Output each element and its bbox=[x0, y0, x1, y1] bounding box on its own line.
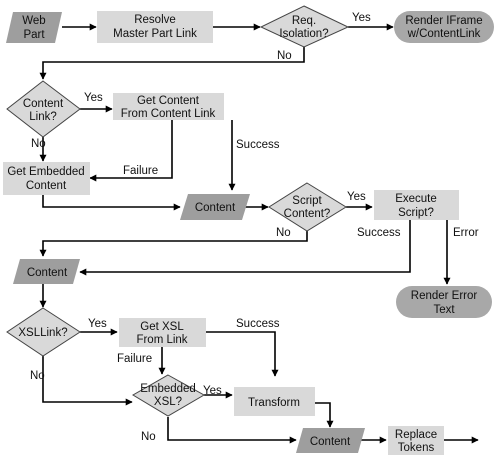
edge-labels: Yes No Yes No Failure Success Yes No Suc… bbox=[30, 12, 479, 443]
node-label: Content bbox=[310, 436, 351, 448]
edges bbox=[39, 23, 479, 444]
label-getxsl-success: Success bbox=[236, 318, 280, 330]
label-embeddedxsl-yes: Yes bbox=[203, 385, 222, 397]
edge-embedded-content bbox=[42, 195, 181, 211]
node-content-1: Content bbox=[180, 194, 250, 220]
node-label: Req.Isolation? bbox=[279, 15, 328, 40]
label-contentlink-no: No bbox=[31, 138, 46, 150]
label-getcontent-failure: Failure bbox=[123, 165, 158, 177]
edge-script-no bbox=[39, 231, 308, 257]
label-isolation-no: No bbox=[277, 50, 292, 62]
label-xsllink-yes: Yes bbox=[88, 318, 107, 330]
edge-isolation-no bbox=[39, 47, 305, 80]
label-xsllink-no: No bbox=[30, 370, 45, 382]
node-label: Transform bbox=[248, 397, 300, 409]
node-transform: Transform bbox=[234, 387, 315, 416]
node-req-isolation-decision: Req.Isolation? bbox=[259, 5, 350, 48]
edge-xsllink-no bbox=[42, 356, 133, 406]
label-script-yes: Yes bbox=[347, 191, 366, 203]
label-execute-success: Success bbox=[357, 227, 401, 239]
node-xsllink-decision: XSLLink? bbox=[6, 307, 81, 357]
label-getxsl-failure: Failure bbox=[117, 353, 152, 365]
node-label: XSLLink? bbox=[18, 327, 67, 339]
node-content-2: Content bbox=[13, 259, 80, 284]
node-label: Content bbox=[195, 202, 236, 214]
edge-getxsl-success bbox=[206, 331, 279, 377]
label-execute-error: Error bbox=[453, 227, 479, 239]
edge-getcontent-failure bbox=[89, 120, 173, 182]
node-content-3: Content bbox=[296, 428, 365, 453]
edge-embeddedxsl-no bbox=[167, 417, 297, 444]
label-embeddedxsl-no: No bbox=[141, 431, 156, 443]
label-script-no: No bbox=[276, 227, 291, 239]
edge-transform-content bbox=[315, 402, 334, 428]
label-isolation-yes: Yes bbox=[352, 12, 371, 24]
node-label: Content bbox=[27, 267, 68, 279]
label-contentlink-yes: Yes bbox=[84, 92, 103, 104]
edge-execute-success bbox=[79, 220, 411, 276]
label-getcontent-success: Success bbox=[236, 139, 280, 151]
